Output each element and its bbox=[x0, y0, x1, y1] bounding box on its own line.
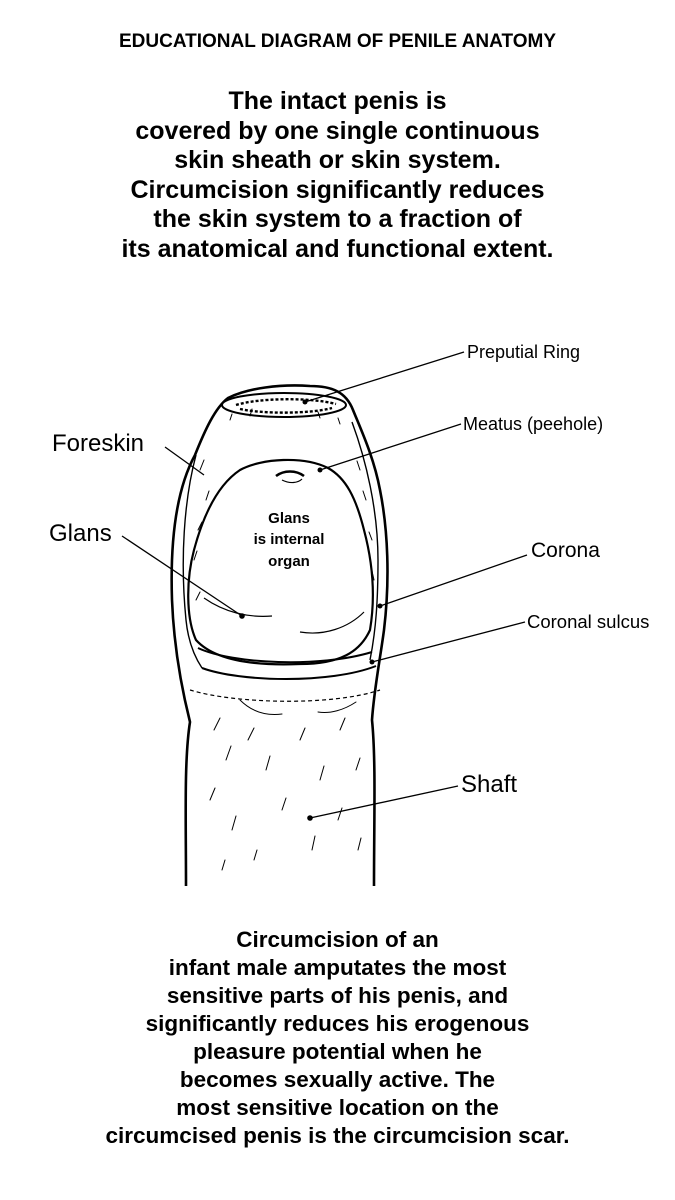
foreskin-inner-fold bbox=[351, 421, 379, 661]
intro-line: skin sheath or skin system. bbox=[174, 146, 501, 174]
glans-dot bbox=[239, 613, 245, 619]
preputial-ring-dot bbox=[302, 399, 308, 405]
glans-label: Glans bbox=[49, 520, 112, 547]
skin-texture bbox=[193, 408, 375, 871]
corona-label: Corona bbox=[531, 539, 600, 562]
closing-line: Circumcision of an bbox=[236, 927, 439, 952]
shaft-leader bbox=[309, 785, 459, 819]
intro-line: the skin system to a fraction of bbox=[153, 205, 522, 233]
meatus-leader bbox=[319, 423, 462, 471]
coronal-sulcus-label: Coronal sulcus bbox=[527, 611, 649, 632]
foreskin-label: Foreskin bbox=[52, 430, 144, 457]
meatus-label: Meatus (peehole) bbox=[463, 414, 603, 434]
meatus-dot bbox=[317, 467, 323, 473]
preputial-ring-opening bbox=[221, 392, 347, 418]
glans-leader bbox=[121, 535, 243, 617]
glans-contour bbox=[299, 611, 365, 634]
corona-dot bbox=[377, 603, 383, 609]
foreskin-leader bbox=[164, 446, 205, 476]
intro-line: its anatomical and functional extent. bbox=[121, 234, 554, 263]
intro-line: Circumcision significantly reduces bbox=[130, 175, 545, 204]
intro-line: The intact penis is bbox=[228, 87, 447, 115]
glans-note-line: is internal bbox=[254, 531, 325, 548]
closing-line: becomes sexually active. The bbox=[179, 1067, 496, 1092]
corona-band bbox=[197, 647, 373, 664]
shaft-label: Shaft bbox=[461, 771, 517, 798]
glans-note-line: Glans bbox=[268, 510, 310, 527]
intro-paragraph: The intact penis is covered by one singl… bbox=[0, 87, 675, 264]
page-heading: EDUCATIONAL DIAGRAM OF PENILE ANATOMY bbox=[119, 31, 556, 52]
corona-leader bbox=[379, 554, 528, 607]
meatus-slit bbox=[275, 470, 305, 478]
shaft-dot bbox=[307, 815, 313, 821]
coronal-sulcus-dot bbox=[369, 659, 375, 665]
glans-note-line: organ bbox=[268, 553, 310, 570]
coronal-sulcus-band bbox=[201, 665, 377, 680]
closing-line: infant male amputates the most bbox=[168, 955, 507, 980]
preputial-ring-shading bbox=[235, 398, 337, 414]
intro-line: covered by one single continuous bbox=[135, 116, 540, 145]
preputial-ring-label: Preputial Ring bbox=[467, 342, 580, 362]
closing-line: most sensitive location on the bbox=[176, 1095, 499, 1120]
closing-line: sensitive parts of his penis, and bbox=[166, 983, 509, 1008]
leader-dots bbox=[239, 399, 383, 821]
foreskin-shaft-outline bbox=[170, 384, 389, 887]
leader-lines bbox=[121, 351, 528, 819]
closing-line: circumcised penis is the circumcision sc… bbox=[105, 1123, 570, 1148]
glans-outline bbox=[187, 458, 374, 666]
coronal-sulcus-leader bbox=[371, 621, 526, 663]
meatus-slit bbox=[281, 478, 303, 484]
closing-line: significantly reduces his erogenous bbox=[145, 1011, 530, 1036]
coronal-sulcus-band bbox=[189, 689, 381, 702]
foreskin-inner-fold bbox=[182, 454, 203, 669]
closing-paragraph: Circumcision of an infant male amputates… bbox=[0, 926, 675, 1150]
preputial-ring-leader bbox=[304, 351, 465, 403]
closing-line: pleasure potential when he bbox=[193, 1039, 482, 1064]
